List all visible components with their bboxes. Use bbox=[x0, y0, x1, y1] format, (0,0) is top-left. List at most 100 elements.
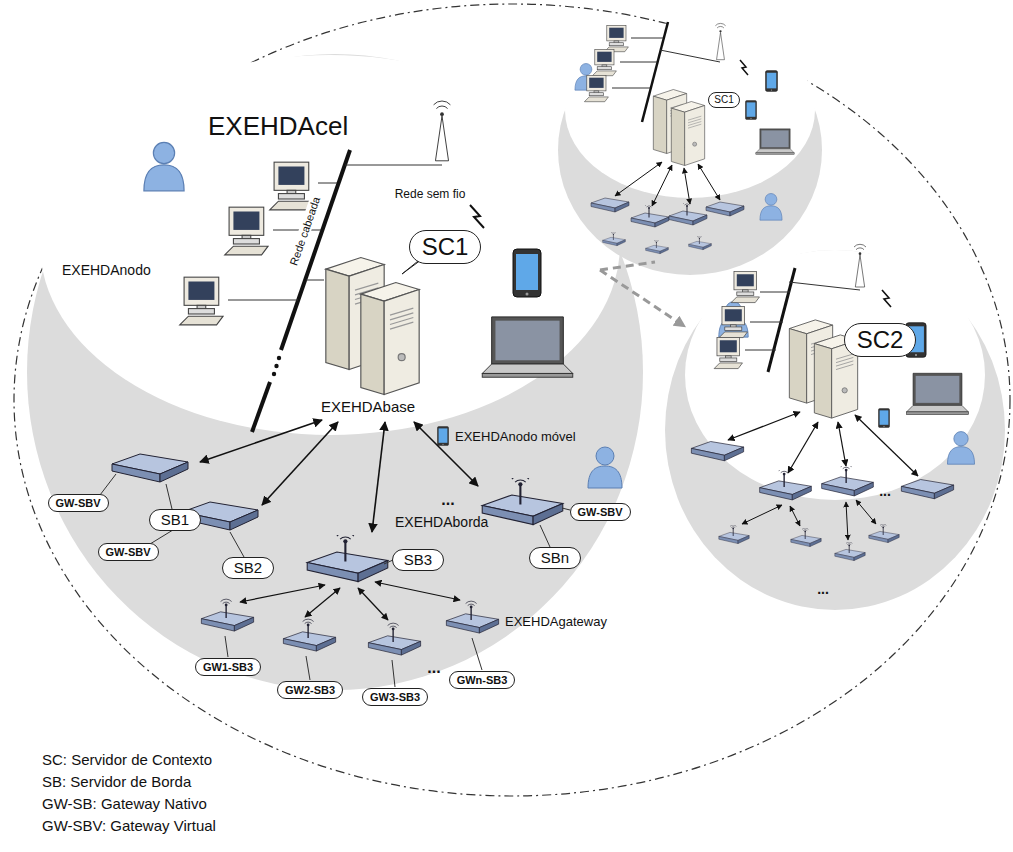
user-icon bbox=[760, 194, 782, 221]
link-arrow bbox=[855, 415, 918, 476]
smartphone bbox=[765, 71, 777, 92]
gateway-device bbox=[283, 619, 335, 651]
edge-server-tag: SB2 bbox=[222, 557, 274, 578]
server bbox=[671, 102, 704, 166]
node-text: GW-SBV bbox=[56, 497, 101, 510]
link-arrow bbox=[375, 582, 460, 600]
node-text: GW-SBV bbox=[578, 506, 623, 519]
link-arrow bbox=[372, 422, 385, 532]
node-text: SC2 bbox=[857, 326, 904, 354]
cell-title: EXEHDAcel bbox=[208, 112, 348, 141]
mobile-node-icon bbox=[437, 426, 448, 445]
cell-ground bbox=[27, 54, 643, 690]
ellipsis: ... bbox=[817, 582, 829, 597]
edge-server-tag: SB1 bbox=[149, 509, 201, 530]
context-server-callout: SC1 bbox=[708, 92, 739, 108]
computer bbox=[225, 207, 268, 255]
edge-server bbox=[307, 532, 388, 581]
tag-leader bbox=[540, 525, 550, 547]
cable bbox=[745, 350, 776, 351]
cable bbox=[750, 322, 783, 323]
link-arrow bbox=[615, 162, 662, 196]
cell-core bbox=[565, 22, 815, 198]
context-server-callout: SC1 bbox=[409, 230, 482, 264]
cable bbox=[620, 62, 657, 63]
edge-server bbox=[691, 442, 743, 461]
link-arrow bbox=[728, 412, 800, 440]
cell-link bbox=[600, 270, 684, 326]
cable bbox=[631, 38, 663, 39]
link-arrow bbox=[652, 165, 672, 206]
domain-outline bbox=[14, 4, 1010, 796]
computer bbox=[604, 25, 628, 51]
antenna-tower bbox=[854, 244, 866, 287]
cable bbox=[760, 292, 790, 293]
ellipsis: ... bbox=[441, 491, 454, 509]
gateway-tag: GW3-SB3 bbox=[362, 688, 428, 707]
node-text: SBn bbox=[541, 549, 569, 566]
edge-server bbox=[822, 464, 874, 496]
cell-ground bbox=[665, 250, 1005, 610]
edge-server bbox=[631, 204, 669, 227]
wired-network bbox=[252, 382, 270, 432]
gateway-device bbox=[446, 601, 498, 633]
continuation-dot bbox=[274, 364, 278, 368]
tag-leader bbox=[472, 638, 482, 670]
gateway-device bbox=[368, 623, 420, 655]
cable bbox=[318, 183, 337, 184]
link-arrow bbox=[684, 168, 690, 204]
computer bbox=[592, 49, 616, 75]
tag-leader bbox=[166, 484, 172, 509]
cable bbox=[273, 230, 321, 231]
wireless-bolt bbox=[882, 290, 891, 307]
link-arrow bbox=[790, 506, 800, 526]
node-label: EXEHDAgateway bbox=[505, 615, 607, 629]
computer bbox=[270, 162, 313, 210]
gateway-device bbox=[719, 525, 749, 544]
cell-core bbox=[685, 250, 985, 500]
cable bbox=[345, 165, 442, 166]
edge-server-tag: SB3 bbox=[392, 549, 444, 570]
node-text: SB2 bbox=[234, 559, 262, 576]
ellipsis: ... bbox=[427, 659, 440, 677]
laptop bbox=[482, 317, 573, 377]
node-text: GW3-SB3 bbox=[370, 691, 420, 704]
link-arrow bbox=[262, 422, 338, 505]
gateway-tag: GW1-SB3 bbox=[195, 658, 261, 677]
computer bbox=[719, 306, 747, 337]
node-text: SC1 bbox=[422, 233, 469, 261]
edge-server bbox=[669, 202, 707, 225]
user-icon bbox=[719, 302, 748, 337]
context-server-callout: SC2 bbox=[844, 323, 917, 357]
gateway-tag: GWn-SB3 bbox=[449, 671, 516, 690]
antenna-tower bbox=[715, 23, 725, 59]
link-arrow bbox=[838, 422, 846, 466]
gateway-tag: GW-SBV bbox=[570, 503, 631, 522]
cable bbox=[306, 280, 324, 281]
link-arrow bbox=[698, 164, 720, 200]
gateway-device bbox=[835, 542, 865, 561]
smartphone bbox=[745, 100, 756, 119]
cell-core bbox=[40, 55, 620, 435]
gateway-tag: GW-SBV bbox=[48, 494, 109, 513]
link-arrow bbox=[856, 500, 876, 524]
network-label: Rede sem fio bbox=[395, 188, 466, 201]
tag-leader bbox=[562, 508, 570, 510]
gateway-device bbox=[646, 240, 669, 254]
tag-leader bbox=[230, 532, 244, 557]
tag-leader bbox=[392, 660, 395, 687]
edge-server bbox=[591, 198, 629, 212]
tag-leader bbox=[306, 656, 310, 680]
smartphone bbox=[513, 249, 541, 297]
cable bbox=[660, 50, 720, 62]
node-label: EXEHDAbase bbox=[321, 399, 415, 416]
cable bbox=[612, 88, 650, 89]
computer bbox=[180, 277, 223, 325]
gateway-tag: GW-SBV bbox=[98, 543, 159, 562]
legend-text: GW-SBV: Gateway Virtual bbox=[42, 818, 216, 835]
link-arrow bbox=[742, 505, 782, 524]
cell-link bbox=[600, 262, 655, 270]
continuation-dot bbox=[277, 356, 281, 360]
gateway-tag: GW2-SB3 bbox=[277, 681, 343, 700]
computer bbox=[731, 271, 759, 302]
